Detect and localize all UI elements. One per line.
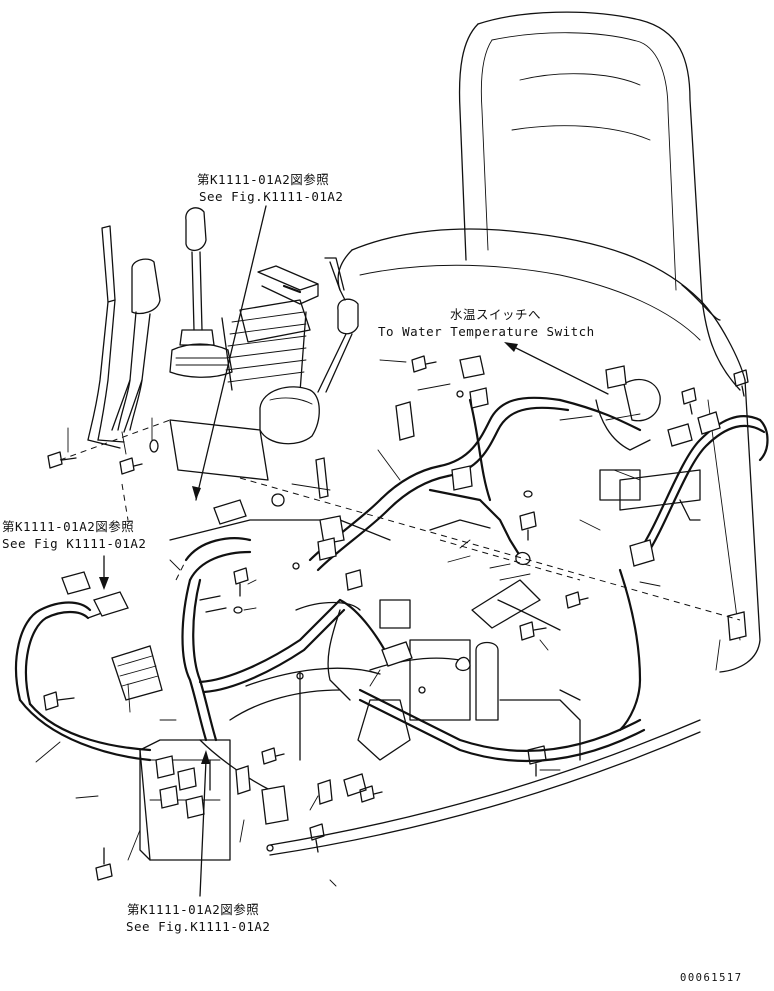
callout-bottom-jp: 第K1111-01A2図参照 bbox=[127, 902, 260, 917]
joystick-bellows bbox=[221, 265, 359, 445]
callout-bottom-en: See Fig.K1111-01A2 bbox=[126, 919, 271, 934]
bolts bbox=[43, 355, 749, 881]
connectors bbox=[61, 355, 747, 825]
callout-left-en: See Fig K1111-01A2 bbox=[2, 536, 147, 551]
callout-top-jp: 第K1111-01A2図参照 bbox=[197, 172, 330, 187]
callout-left-jp: 第K1111-01A2図参照 bbox=[2, 519, 135, 534]
callout-arrows bbox=[99, 205, 609, 897]
callout-water-jp: 水温スイッチへ bbox=[450, 307, 542, 322]
drawing-code: 00061517 bbox=[680, 972, 743, 984]
reference-lines bbox=[59, 419, 741, 621]
callout-top-en: See Fig.K1111-01A2 bbox=[199, 189, 344, 204]
operator-seat bbox=[324, 11, 761, 673]
control-levers bbox=[87, 207, 233, 449]
callout-water-en: To Water Temperature Switch bbox=[378, 324, 595, 339]
leader-lines bbox=[35, 359, 721, 887]
wire-harness bbox=[14, 396, 769, 762]
